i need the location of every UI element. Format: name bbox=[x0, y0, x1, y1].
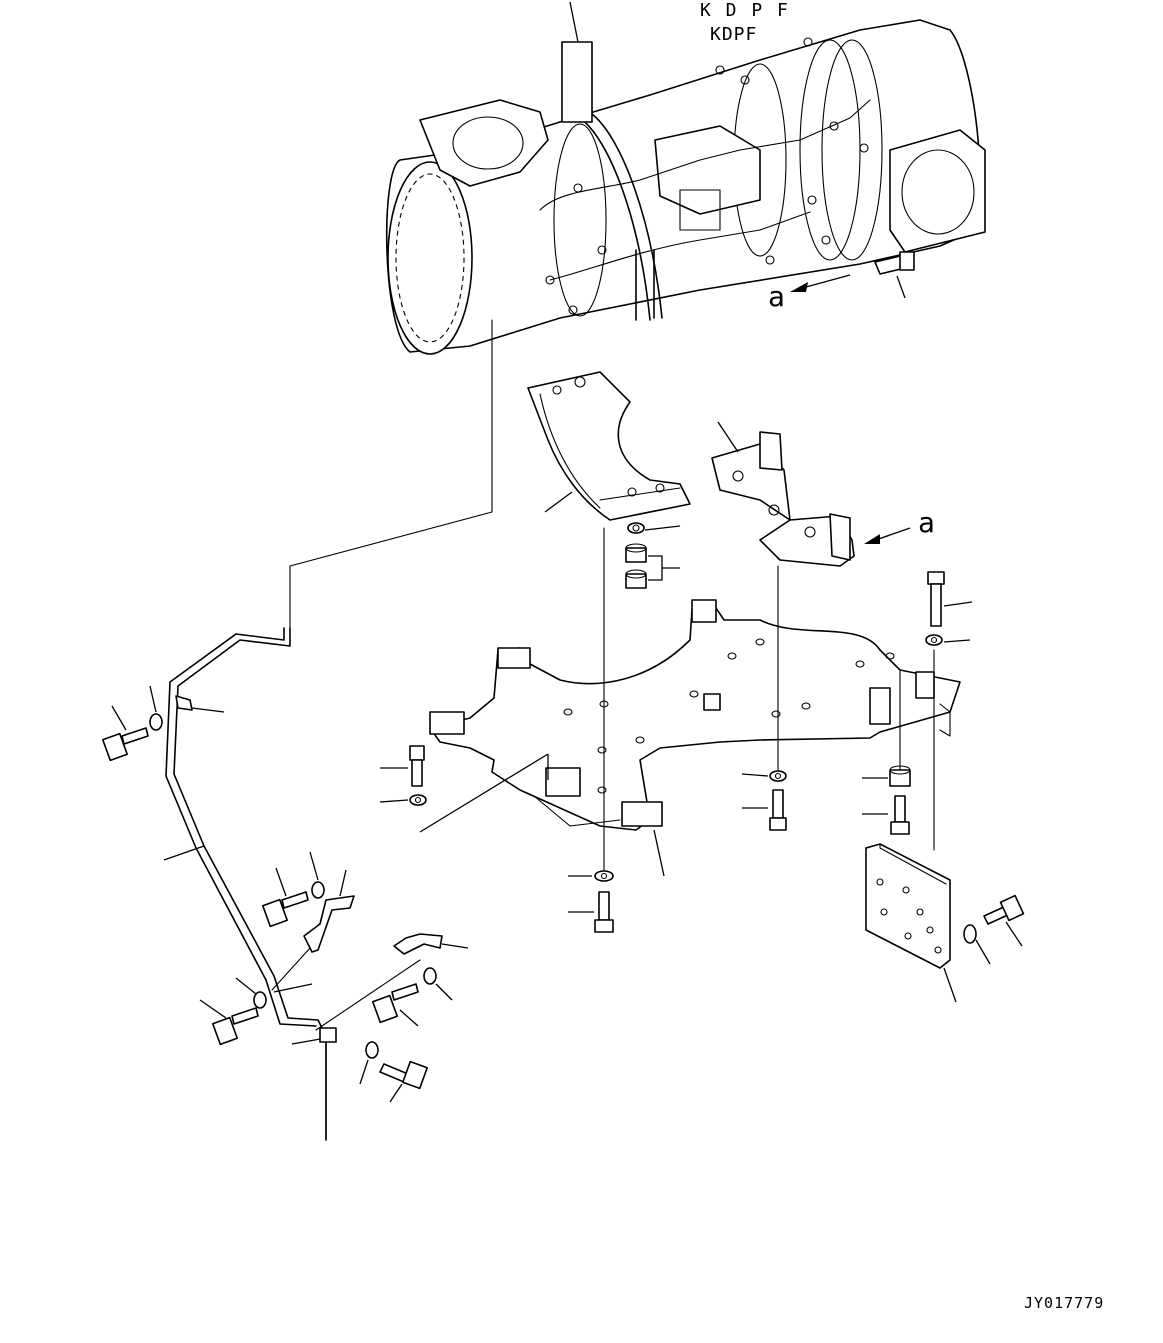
arrow-a-upper-label: a bbox=[768, 280, 785, 313]
kdpf-sensor-box bbox=[654, 125, 761, 215]
pipe-fasteners bbox=[101, 685, 469, 1103]
right-bracket: a bbox=[711, 421, 935, 567]
kdpf-label-bottom: KDPF bbox=[710, 24, 757, 45]
arrow-a-upper: a bbox=[768, 274, 851, 313]
side-plate bbox=[865, 843, 1025, 1003]
assembly-line-2 bbox=[289, 511, 493, 567]
kdpf-inlet-flange bbox=[419, 99, 549, 187]
kdpf-label-top: K D P F bbox=[700, 0, 790, 21]
kdpf-unit bbox=[385, 1, 986, 355]
arrow-a-lower-label: a bbox=[918, 506, 935, 539]
saddle-bracket bbox=[527, 371, 691, 521]
base-plate bbox=[419, 599, 961, 877]
kdpf-inlet-cap bbox=[387, 161, 473, 355]
plate-fasteners bbox=[379, 571, 973, 933]
drain-pipe bbox=[163, 627, 337, 1141]
drawing-code: JY017779 bbox=[1024, 1294, 1104, 1312]
kdpf-tailpipe bbox=[561, 41, 593, 123]
kdpf-inlet-cap-inner bbox=[395, 173, 465, 343]
saddle-fasteners bbox=[625, 522, 681, 589]
